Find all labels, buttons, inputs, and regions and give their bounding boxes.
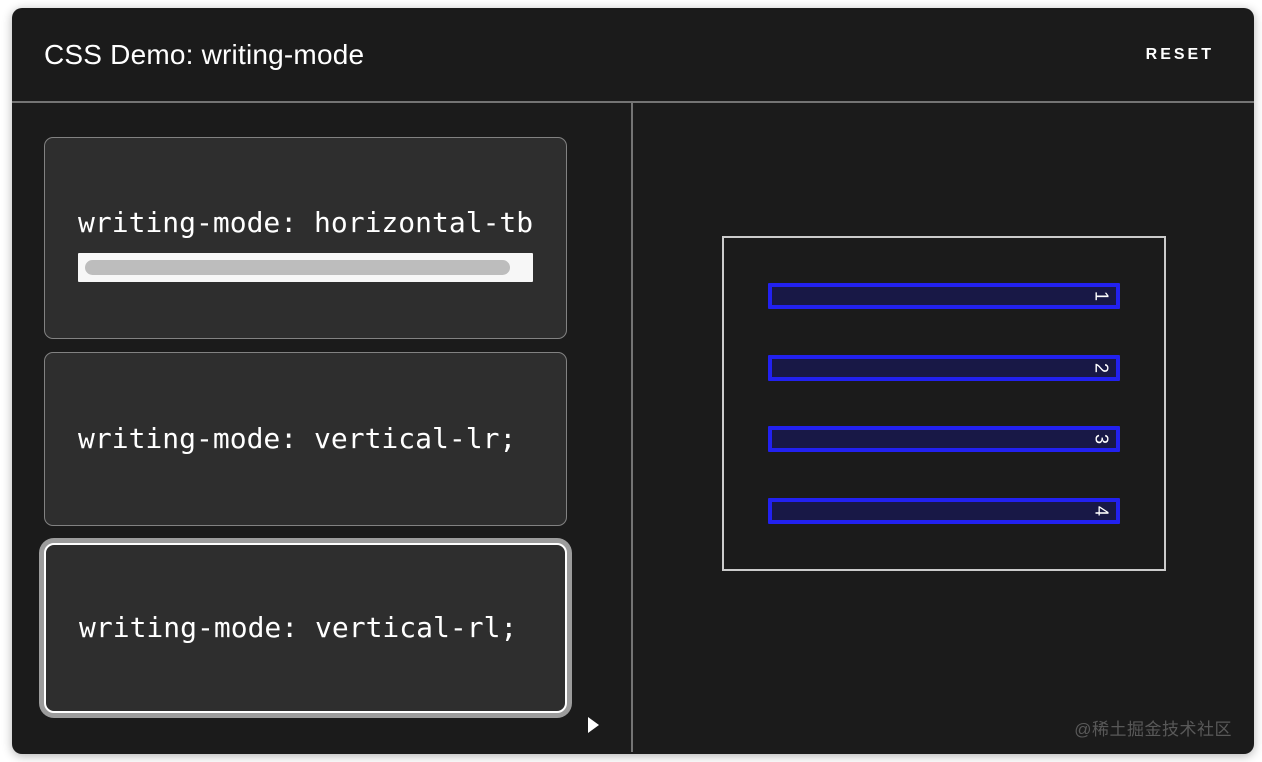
bar-number: 2 (1091, 362, 1112, 373)
output-bar: 4 (767, 497, 1120, 524)
css-demo-frame: CSS Demo: writing-mode RESET writing-mod… (12, 8, 1254, 754)
choice-code-text[interactable]: writing-mode: horizontal-tb (78, 206, 533, 239)
choice-list: writing-mode: horizontal-tb writing-mode… (12, 103, 633, 752)
horizontal-scrollbar[interactable] (78, 253, 533, 282)
output-bar: 2 (767, 354, 1120, 381)
bar-number: 3 (1091, 434, 1112, 445)
caret-right-icon (588, 717, 599, 733)
choice-code-text[interactable]: writing-mode: vertical-lr; (78, 422, 517, 455)
choice-horizontal-tb[interactable]: writing-mode: horizontal-tb (44, 137, 567, 339)
choice-vertical-rl-selected[interactable]: writing-mode: vertical-rl; (44, 543, 567, 713)
output-bar: 3 (767, 426, 1120, 453)
watermark-text: @稀土掘金技术社区 (1074, 720, 1232, 739)
demo-content: writing-mode: horizontal-tb writing-mode… (12, 103, 1254, 752)
page-title: CSS Demo: writing-mode (44, 38, 365, 70)
demo-header: CSS Demo: writing-mode RESET (12, 8, 1254, 103)
output-bar: 1 (767, 283, 1120, 310)
scrollbar-thumb[interactable] (85, 260, 510, 275)
reset-button[interactable]: RESET (1145, 45, 1214, 63)
choice-vertical-lr[interactable]: writing-mode: vertical-lr; (44, 352, 567, 526)
bar-number: 4 (1091, 505, 1112, 516)
bar-number: 1 (1091, 291, 1112, 302)
output-pane: 1 2 3 4 @稀土掘金技术社区 (633, 103, 1254, 752)
example-output-box: 1 2 3 4 (721, 236, 1166, 571)
choice-code-text[interactable]: writing-mode: vertical-rl; (79, 611, 518, 644)
